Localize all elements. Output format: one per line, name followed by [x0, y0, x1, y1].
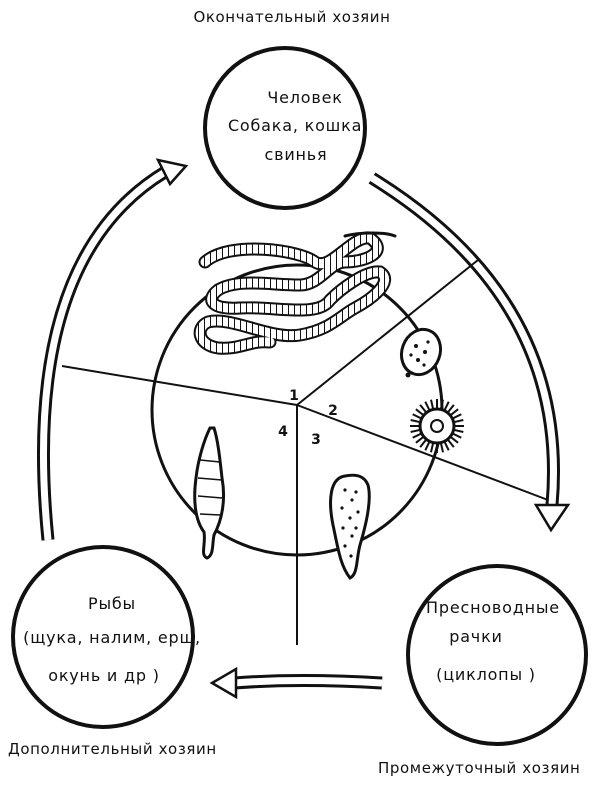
procercoid-larva-illustration [329, 473, 371, 580]
coracidium-illustration [410, 399, 464, 453]
intermediate-host-line-2: рачки [449, 627, 502, 646]
definitive-host-node: Человек Собака, кошка, свинья [203, 46, 368, 210]
definitive-host-line-2: Собака, кошка, [228, 116, 368, 135]
intermediate-host-line-1: Пресноводные [426, 598, 560, 617]
definitive-host-line-3: свинья [265, 145, 328, 164]
stage-number-3: 3 [311, 432, 321, 448]
arrow-intermediate-to-additional [209, 666, 383, 700]
stage-number-1: 1 [289, 388, 299, 404]
arrow-additional-to-definitive [37, 158, 189, 541]
additional-host-line-3: окунь и др ) [48, 666, 160, 685]
definitive-host-line-1: Человек [267, 88, 342, 107]
arrow-definitive-to-intermediate [368, 172, 571, 533]
intermediate-host-caption: Промежуточный хозяин [378, 759, 580, 777]
stage-number-2: 2 [328, 403, 338, 419]
intermediate-host-line-3: (циклопы ) [436, 665, 536, 684]
stage-number-4: 4 [278, 424, 288, 440]
plerocercoid-larva-illustration [193, 426, 226, 560]
additional-host-line-1: Рыбы [88, 594, 136, 613]
additional-host-line-2: (щука, налим, ерш, [23, 628, 201, 647]
definitive-host-caption: Окончательный хозяин [193, 8, 390, 26]
intermediate-host-node: Пресноводные рачки (циклопы ) [406, 564, 588, 746]
additional-host-caption: Дополнительный хозяин [8, 740, 217, 758]
additional-host-node: Рыбы (щука, налим, ерш, окунь и др ) [11, 545, 201, 729]
egg-illustration [399, 327, 443, 378]
stage-dividers [61, 259, 549, 645]
adult-tapeworm-illustration [193, 231, 397, 355]
